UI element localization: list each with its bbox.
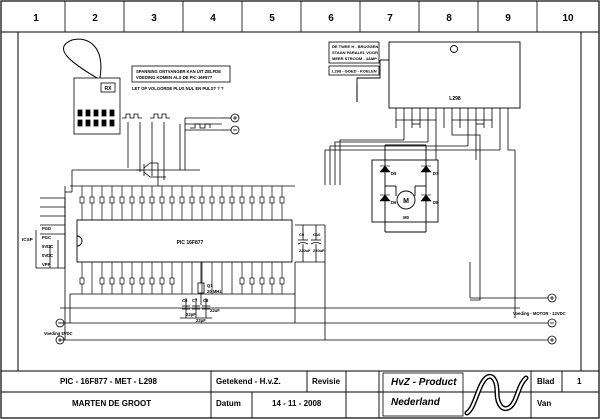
diode-label: D5 [391, 171, 397, 176]
polarity-note: LET OP VOLGORDE PLUS NUL EN PULS? ? ? [132, 86, 224, 91]
supply-note-line1: SPANNING ONTVANGER KAN UIT ZELFDE [136, 69, 221, 74]
hbridge-note-line1: DE TWEE H - BRUGGEN [332, 44, 378, 49]
drawing-title: PIC - 16F877 - MET - L298 [60, 377, 157, 386]
supply-note: SPANNING ONTVANGER KAN UIT ZELFDE VOEDIN… [131, 65, 231, 83]
hbridge-note-line3: MEER STROOM - 4AMP [332, 56, 377, 61]
servo-connector [179, 113, 240, 170]
icsp-pin: 0VDC [42, 253, 53, 258]
revision-label: Revisie [312, 377, 341, 386]
diode-label: D7 [433, 171, 439, 176]
column-number: 8 [446, 13, 452, 24]
cap-value: 220uF [313, 248, 325, 253]
date-label: Datum [216, 399, 241, 408]
company-name-line1: HvZ - Product [391, 377, 457, 388]
big-capacitors [295, 224, 325, 263]
sheet-number: 1 [577, 377, 582, 386]
crystal-freq: 20 MHz [207, 289, 221, 294]
column-numbers: 1 2 3 4 5 6 7 8 9 10 [33, 13, 574, 24]
diode-label: D6 [391, 200, 397, 205]
l298-pins [395, 108, 509, 128]
company-name-line2: Nederland [391, 397, 440, 408]
column-number: 6 [328, 13, 334, 24]
motor-hbridge [371, 144, 439, 233]
motor-label: M [403, 198, 409, 205]
motor-hbridge-labels: D5 D6 D7 D8 M M0 [391, 171, 439, 220]
icsp-pin: PGD [42, 226, 51, 231]
l298-note: L298 - GOED - KOELEN [328, 65, 380, 76]
hbridge-note: DE TWEE H - BRUGGEN STAAN PARALEL VOOR M… [328, 41, 380, 64]
l298-pin-jumpers [396, 119, 501, 150]
pic-top-bus [65, 169, 295, 193]
transistor [136, 162, 166, 186]
column-number: 3 [151, 13, 157, 24]
small-cap-label: C6 [182, 298, 188, 303]
column-number: 9 [505, 13, 511, 24]
of-label: Van [537, 399, 552, 408]
l298-label: L298 [449, 96, 461, 102]
small-cap-value: 22uF [210, 308, 220, 313]
rx-label: RX [105, 86, 113, 92]
sheet-label: Blad [537, 377, 555, 386]
cap-label: C9 [299, 232, 305, 237]
icsp-label: ICSP [22, 237, 33, 242]
column-number: 2 [92, 13, 98, 24]
rx-receiver [63, 38, 170, 180]
pic-bottom-pads [79, 277, 285, 285]
pic-top-pads [79, 196, 285, 204]
supply-note-line2: VOEDING KOMEN ALS DE PIC-16F877 [136, 75, 213, 80]
date-value: 14 - 11 - 2008 [272, 399, 322, 408]
column-number: 5 [269, 13, 275, 24]
motor-ref: M0 [403, 215, 409, 220]
small-cap-label: C8 [203, 298, 209, 303]
crystal-ref: Q1 [207, 283, 213, 288]
author-name: MARTEN DE GROOT [72, 399, 152, 408]
icsp-pin: 5VDC [42, 244, 53, 249]
supply-left-label: Voeding 5VDC [44, 331, 73, 336]
pic-label: PIC 16F877 [177, 240, 204, 246]
icsp-labels: ICSP PGD PGC 5VDC 0VDC VPP [22, 226, 53, 267]
svg-text:L298 - GOED - KOELEN: L298 - GOED - KOELEN [332, 69, 377, 74]
hbridge-note-line2: STAAN PARALEL VOOR [332, 50, 378, 55]
company-logo [382, 372, 529, 417]
column-number: 7 [387, 13, 393, 24]
big-capacitor-labels: C9 C10 220uF 220uF [299, 232, 325, 253]
icsp-pin: PGC [42, 235, 51, 240]
supply-right-label: Voeding - MOTOR - 12VDC [513, 311, 566, 316]
small-cap-value: 22pF [196, 318, 206, 323]
supply-rails [55, 186, 557, 345]
small-cap-value: 22pF [186, 312, 196, 317]
crystal-labels: Q1 20 MHz C6 C7 C8 22pF 22pF 22uF [182, 283, 221, 323]
crystal-circuit [180, 262, 212, 319]
l298-to-pic-wires [324, 128, 516, 318]
small-cap-label: C7 [192, 298, 198, 303]
l298-chip [356, 41, 521, 109]
cap-label: C10 [313, 232, 321, 237]
pic-chip [76, 219, 293, 263]
diode-label: D8 [433, 200, 439, 205]
column-number: 4 [210, 13, 216, 24]
cap-value: 220uF [299, 248, 311, 253]
icsp-pin: VPP [42, 262, 51, 267]
column-number: 10 [562, 13, 574, 24]
drawn-by: Getekend - H.v.Z. [216, 377, 281, 386]
column-number: 1 [33, 13, 39, 24]
